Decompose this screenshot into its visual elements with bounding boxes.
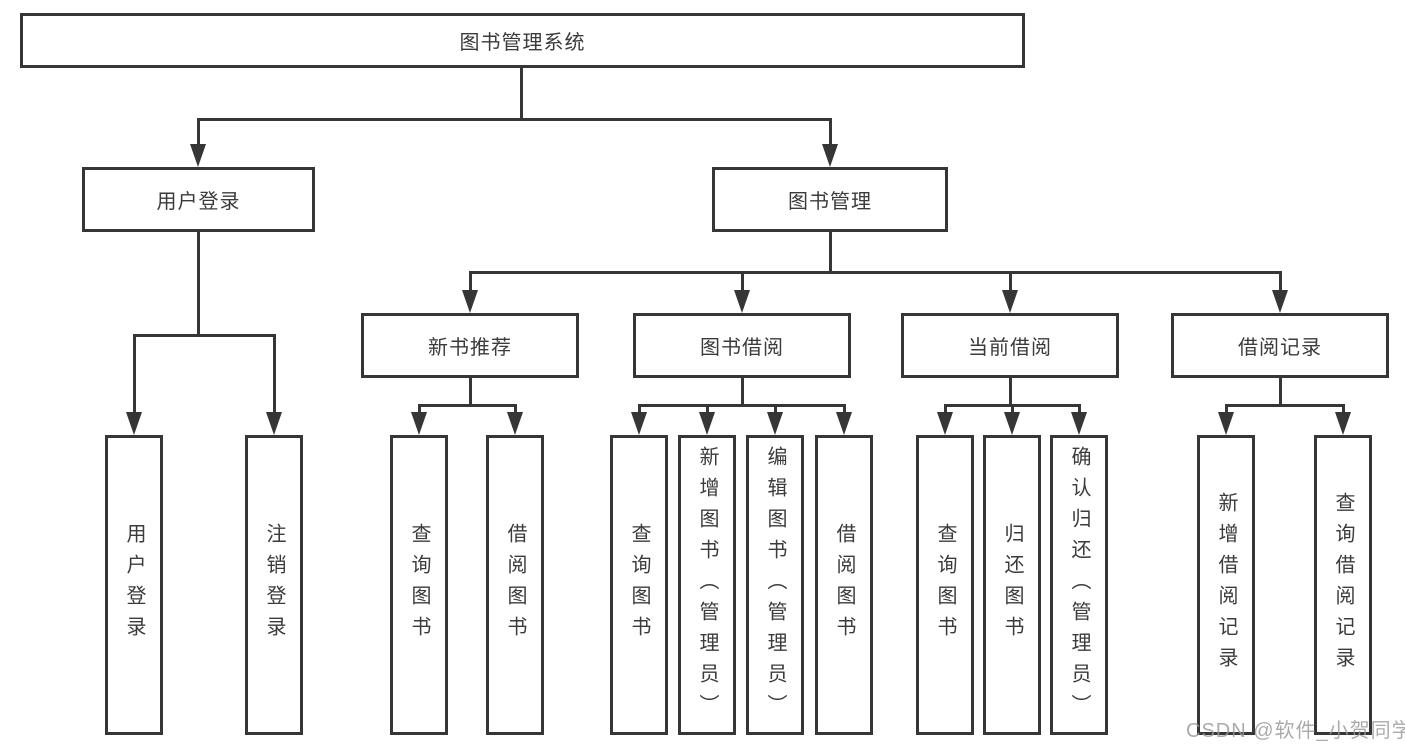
csdn-watermark: CSDN @软件_小贺同学	[1186, 720, 1405, 742]
leaf-borrow-books-recommend: 借阅图书	[486, 435, 544, 735]
node-library-management-system: 图书管理系统	[20, 13, 1025, 68]
tree-connector-line	[741, 271, 744, 291]
arrow-down-icon	[836, 412, 852, 435]
tree-connector-line	[1078, 404, 1081, 413]
arrow-down-icon	[411, 412, 427, 435]
leaf-return-books: 归还图书	[983, 435, 1041, 735]
arrow-down-icon	[937, 412, 953, 435]
tree-connector-line	[706, 404, 709, 413]
node-current-borrowing: 当前借阅	[901, 313, 1119, 378]
node-new-book-recommendation: 新书推荐	[361, 313, 579, 378]
leaf-confirm-return-admin: 确认归还（管理员）	[1050, 435, 1108, 735]
arrow-down-icon	[507, 412, 523, 435]
tree-connector-line	[197, 232, 200, 337]
arrow-down-icon	[126, 412, 142, 435]
tree-connector-line	[1342, 404, 1345, 413]
tree-connector-line	[469, 271, 1282, 274]
tree-connector-line	[133, 334, 276, 337]
tree-connector-line	[741, 378, 744, 407]
tree-connector-line	[197, 118, 200, 148]
tree-connector-line	[469, 378, 472, 407]
tree-connector-line	[638, 404, 846, 407]
arrow-down-icon	[1272, 290, 1288, 313]
tree-connector-line	[774, 404, 777, 413]
leaf-edit-books-admin: 编辑图书（管理员）	[746, 435, 804, 735]
tree-connector-line	[829, 118, 832, 148]
tree-connector-line	[829, 232, 832, 274]
tree-connector-line	[133, 334, 136, 414]
tree-connector-line	[944, 404, 1081, 407]
arrow-down-icon	[1071, 412, 1087, 435]
arrow-down-icon	[266, 412, 282, 435]
tree-connector-line	[273, 334, 276, 414]
node-user-login: 用户登录	[82, 167, 315, 232]
leaf-add-borrow-record: 新增借阅记录	[1197, 435, 1255, 735]
tree-connector-line	[1225, 404, 1345, 407]
tree-connector-line	[1279, 271, 1282, 291]
arrow-down-icon	[1218, 412, 1234, 435]
leaf-query-borrow-record: 查询借阅记录	[1314, 435, 1372, 735]
arrow-down-icon	[462, 290, 478, 313]
node-borrowing-records: 借阅记录	[1171, 313, 1389, 378]
tree-connector-line	[1009, 378, 1012, 407]
arrow-down-icon	[631, 412, 647, 435]
arrow-down-icon	[1335, 412, 1351, 435]
leaf-logout: 注销登录	[245, 435, 303, 735]
tree-connector-line	[520, 68, 523, 121]
leaf-user-login: 用户登录	[105, 435, 163, 735]
tree-connector-line	[843, 404, 846, 413]
arrow-down-icon	[734, 290, 750, 313]
tree-connector-line	[1279, 378, 1282, 407]
arrow-down-icon	[1004, 412, 1020, 435]
leaf-borrow-books: 借阅图书	[815, 435, 873, 735]
leaf-query-books-recommend: 查询图书	[390, 435, 448, 735]
tree-connector-line	[638, 404, 641, 413]
tree-connector-line	[418, 404, 517, 407]
arrow-down-icon	[767, 412, 783, 435]
tree-connector-line	[418, 404, 421, 413]
tree-connector-line	[944, 404, 947, 413]
arrow-down-icon	[822, 144, 838, 167]
tree-connector-line	[197, 118, 832, 121]
tree-connector-line	[1009, 271, 1012, 291]
arrow-down-icon	[1002, 290, 1018, 313]
tree-connector-line	[1225, 404, 1228, 413]
arrow-down-icon	[190, 144, 206, 167]
tree-connector-line	[469, 271, 472, 291]
tree-connector-line	[514, 404, 517, 413]
node-book-management: 图书管理	[712, 167, 948, 232]
node-book-borrowing: 图书借阅	[633, 313, 851, 378]
leaf-add-books-admin: 新增图书（管理员）	[678, 435, 736, 735]
arrow-down-icon	[699, 412, 715, 435]
leaf-query-books-current: 查询图书	[916, 435, 974, 735]
tree-connector-line	[1011, 404, 1014, 413]
leaf-query-books-borrow: 查询图书	[610, 435, 668, 735]
